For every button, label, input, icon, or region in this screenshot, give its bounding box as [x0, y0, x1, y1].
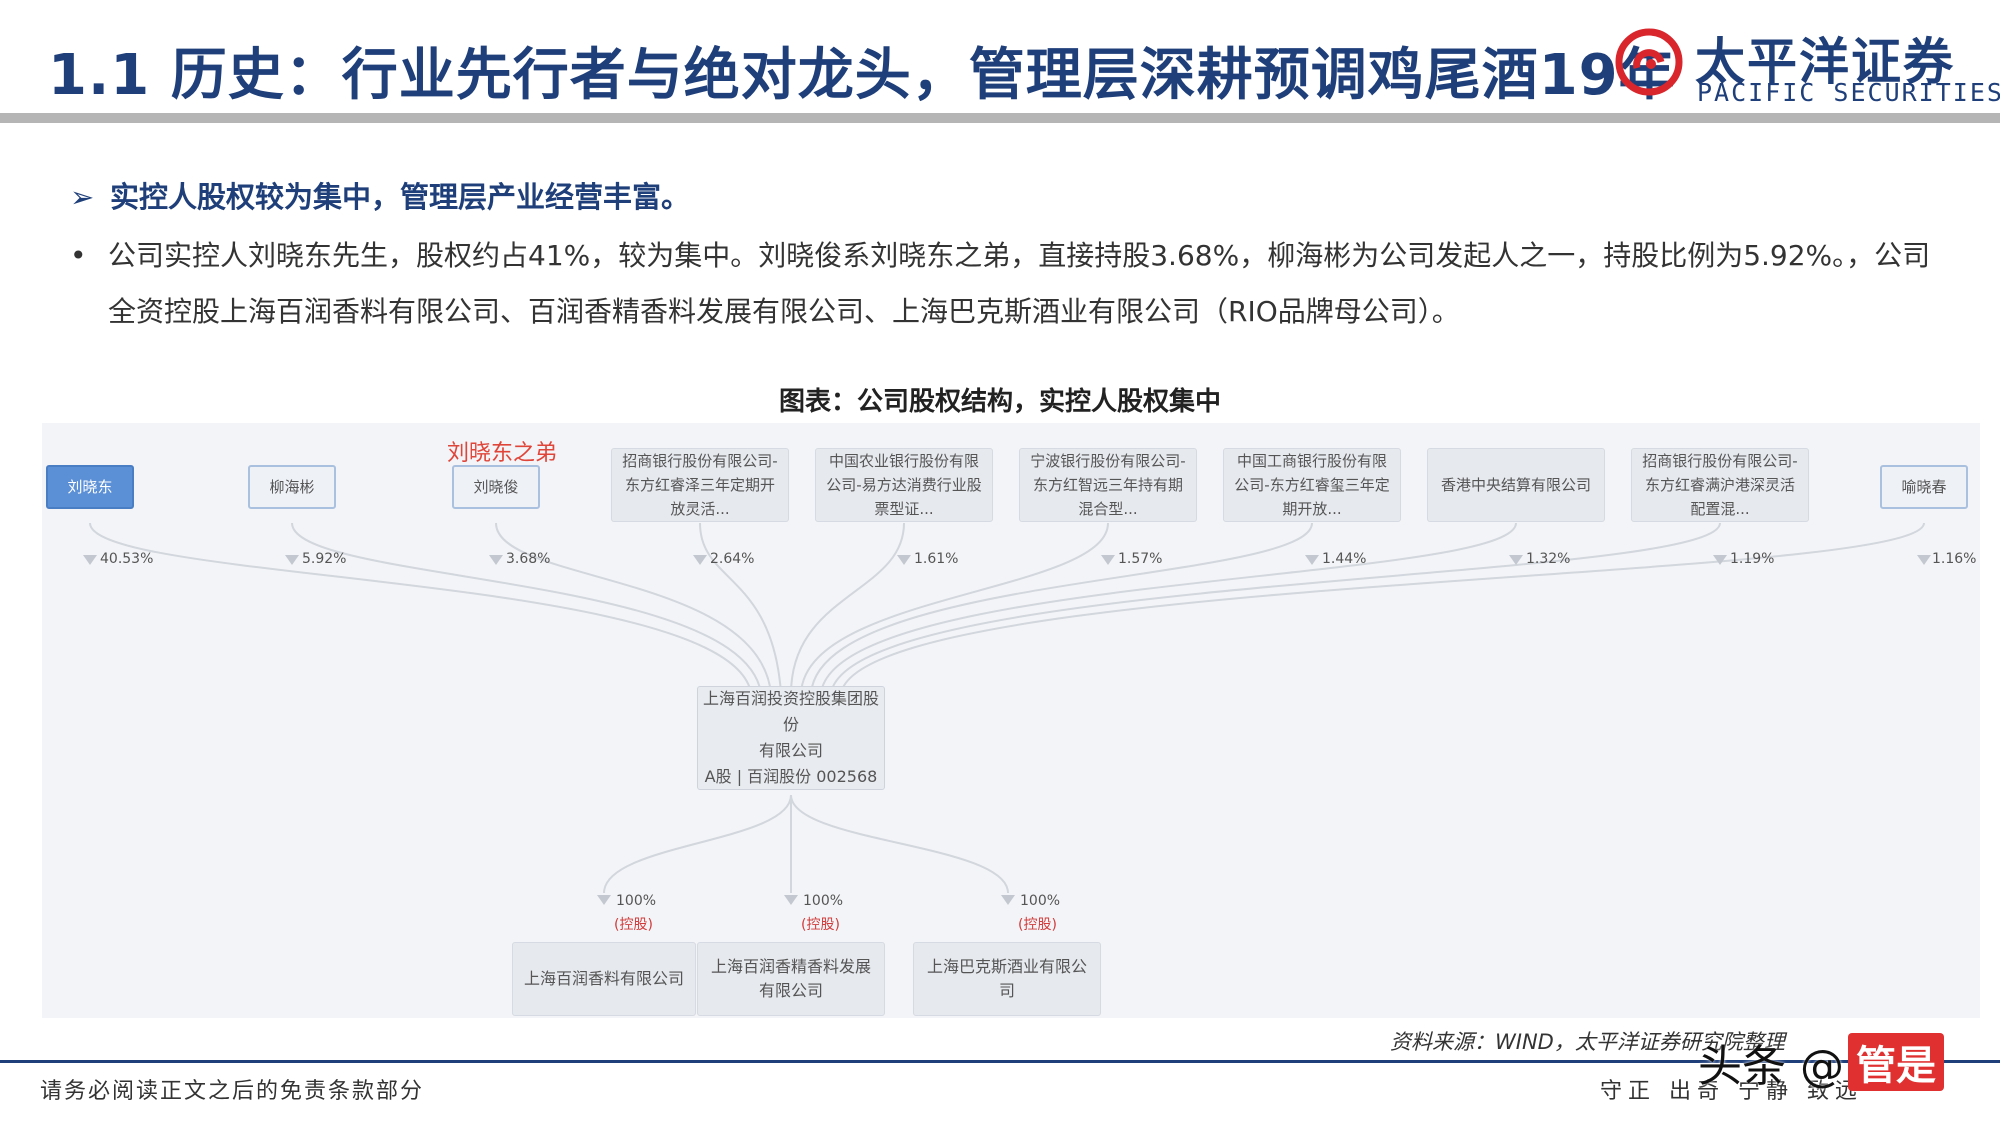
shareholder-name: 刘晓东: [67, 478, 113, 496]
shareholder-name: 中国农业银行股份有限公司-易方达消费行业股票型证...: [826, 452, 982, 518]
subsidiary-node[interactable]: 上海巴克斯酒业有限公司: [913, 942, 1101, 1016]
ownership-links: [83, 522, 1931, 905]
subsidiary-name: 上海百润香精香料发展有限公司: [710, 957, 871, 1000]
shareholder-name: 刘晓俊: [473, 478, 519, 496]
shareholder-node[interactable]: 招商银行股份有限公司-东方红睿满沪港深灵活配置混...: [1631, 448, 1809, 522]
shareholding-pct: 1.44%: [1322, 551, 1367, 567]
shareholder-node[interactable]: 刘晓俊: [452, 465, 540, 509]
shareholding-pct: 40.53%: [100, 551, 154, 567]
shareholding-pct: 1.16%: [1932, 551, 1977, 567]
shareholder-node[interactable]: 宁波银行股份有限公司-东方红智远三年持有期混合型...: [1019, 448, 1197, 522]
shareholder-node[interactable]: 刘晓东: [46, 465, 134, 509]
shareholding-pct: 1.61%: [914, 551, 959, 567]
bullet-body: • 公司实控人刘晓东先生，股权约占41%，较为集中。刘晓俊系刘晓东之弟，直接持股…: [70, 228, 1950, 340]
figure-title: 图表：公司股权结构，实控人股权集中: [778, 387, 1221, 417]
watermark-text: 头条 @: [1698, 1041, 1844, 1092]
subsidiary-node[interactable]: 上海百润香精香料发展有限公司: [697, 942, 885, 1016]
title-divider: [0, 113, 2000, 123]
control-tag: (控股): [614, 917, 653, 933]
bullet-heading: ➢ 实控人股权较为集中，管理层产业经营丰富。: [70, 174, 690, 216]
disclaimer-text: 请务必阅读正文之后的免责条款部分: [40, 1079, 425, 1104]
shareholder-name: 招商银行股份有限公司-东方红睿满沪港深灵活配置混...: [1642, 452, 1798, 518]
company-logo: 太平洋证券 PACIFIC SECURITIES: [1615, 20, 2000, 110]
parent-company-stock: A股 | 百润股份 002568: [704, 767, 878, 786]
footer-divider: [0, 1060, 2000, 1063]
shareholder-name: 香港中央结算有限公司: [1440, 476, 1591, 494]
pacific-logo-icon: [1615, 28, 1683, 96]
logo-english-name: PACIFIC SECURITIES: [1697, 78, 2000, 107]
shareholding-pct: 1.32%: [1526, 551, 1571, 567]
shareholder-name: 中国工商银行股份有限公司-东方红睿玺三年定期开放...: [1234, 452, 1390, 518]
source-note: 资料来源：WIND，太平洋证券研究院整理: [1390, 1030, 1785, 1054]
arrow-bullet-icon: ➢: [70, 180, 95, 214]
control-tag: (控股): [1018, 917, 1057, 933]
bullet-heading-text: 实控人股权较为集中，管理层产业经营丰富。: [110, 180, 691, 214]
subsidiary-pct: 100%: [616, 893, 657, 909]
company-motto: 守正 出奇 宁静 致远: [1600, 1079, 1863, 1104]
subsidiary-name: 上海巴克斯酒业有限公司: [926, 957, 1087, 1000]
subsidiary-pct: 100%: [1020, 893, 1061, 909]
shareholder-name: 招商银行股份有限公司-东方红睿泽三年定期开放灵活...: [622, 452, 778, 518]
shareholding-pct: 5.92%: [302, 551, 347, 567]
shareholder-name: 宁波银行股份有限公司-东方红智远三年持有期混合型...: [1030, 452, 1186, 518]
dot-bullet-icon: •: [70, 239, 87, 272]
bullet-body-text: 公司实控人刘晓东先生，股权约占41%，较为集中。刘晓俊系刘晓东之弟，直接持股3.…: [108, 239, 1931, 328]
shareholder-name: 喻晓春: [1901, 478, 1947, 496]
parent-company-node[interactable]: 上海百润投资控股集团股份 有限公司 A股 | 百润股份 002568: [697, 686, 885, 790]
relation-annotation: 刘晓东之弟: [447, 441, 558, 466]
ownership-diagram: 刘晓东 柳海彬 刘晓俊 招商银行股份有限公司-东方红睿泽三年定期开放灵活... …: [42, 423, 1980, 1018]
shareholder-name: 柳海彬: [269, 478, 315, 496]
shareholding-pct: 3.68%: [506, 551, 551, 567]
subsidiary-node[interactable]: 上海百润香料有限公司: [512, 942, 696, 1016]
shareholder-node[interactable]: 柳海彬: [248, 465, 336, 509]
watermark: 头条 @ 管是: [1698, 1030, 1944, 1094]
shareholder-node[interactable]: 招商银行股份有限公司-东方红睿泽三年定期开放灵活...: [611, 448, 789, 522]
page-title: 1.1 历史：行业先行者与绝对龙头，管理层深耕预调鸡尾酒19年: [48, 43, 1676, 108]
parent-company-name-line2: 有限公司: [758, 741, 823, 760]
parent-company-name-line1: 上海百润投资控股集团股份: [702, 689, 879, 734]
watermark-badge: 管是: [1848, 1033, 1944, 1091]
logo-chinese-name: 太平洋证券: [1695, 33, 1955, 91]
control-tag: (控股): [801, 917, 840, 933]
shareholder-node[interactable]: 中国农业银行股份有限公司-易方达消费行业股票型证...: [815, 448, 993, 522]
shareholding-pct: 1.57%: [1118, 551, 1163, 567]
shareholding-pct: 1.19%: [1730, 551, 1775, 567]
subsidiary-name: 上海百润香料有限公司: [523, 969, 684, 988]
subsidiary-pct: 100%: [803, 893, 844, 909]
shareholding-pct: 2.64%: [710, 551, 755, 567]
shareholder-node[interactable]: 香港中央结算有限公司: [1427, 448, 1605, 522]
shareholder-node[interactable]: 中国工商银行股份有限公司-东方红睿玺三年定期开放...: [1223, 448, 1401, 522]
shareholder-node[interactable]: 喻晓春: [1880, 465, 1968, 509]
